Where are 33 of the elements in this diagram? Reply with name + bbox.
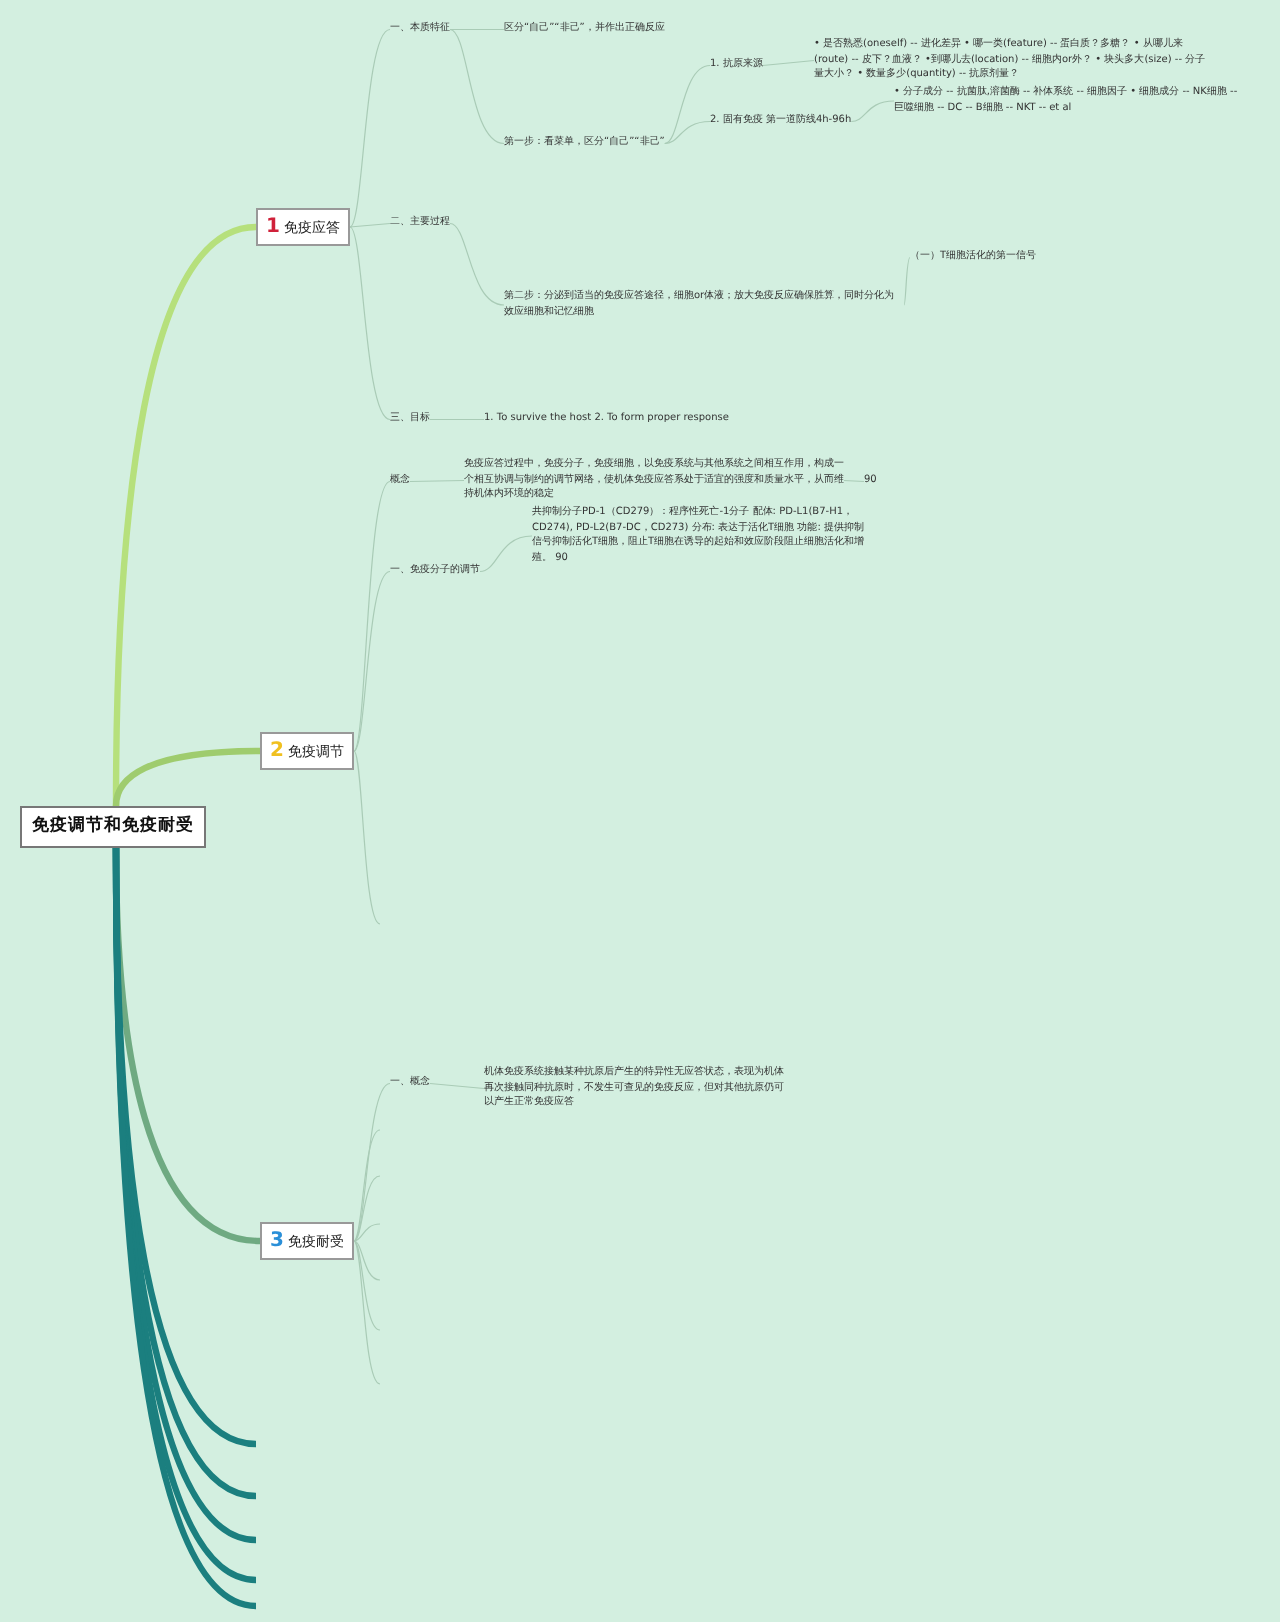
topic-number: 3 [270, 1230, 284, 1252]
branch-line [353, 1240, 381, 1385]
branch-line [429, 418, 485, 421]
branch-line [479, 535, 533, 573]
branch-line [429, 1082, 485, 1090]
branch-line [349, 226, 391, 421]
topic-number: 2 [270, 740, 284, 762]
branch-topic-box [256, 208, 350, 246]
branch-line [353, 1175, 381, 1242]
branch-topic-box [260, 1222, 354, 1260]
branch-line [353, 480, 391, 752]
branch-line [353, 1223, 381, 1242]
branch-line [409, 479, 465, 483]
branch-line [449, 222, 505, 306]
branch-line [353, 750, 381, 925]
branch-line [449, 28, 505, 145]
branch-line [353, 1240, 381, 1281]
branch-line [664, 64, 711, 145]
branch-line [664, 120, 711, 145]
branch-line [850, 100, 895, 123]
branch-line [903, 256, 911, 306]
branch-line [843, 479, 865, 483]
branch-line [349, 222, 391, 228]
branch-line [353, 1240, 381, 1331]
branch-line [112, 747, 261, 807]
branch-line [353, 570, 391, 752]
topic-number: 1 [266, 216, 280, 238]
root-topic-box: 免疫调节和免疫耐受 [20, 806, 206, 848]
branch-line [353, 1129, 381, 1242]
branch-line [449, 28, 505, 31]
branch-line [762, 59, 815, 67]
branch-topic-box [260, 732, 354, 770]
branch-line [349, 28, 391, 228]
